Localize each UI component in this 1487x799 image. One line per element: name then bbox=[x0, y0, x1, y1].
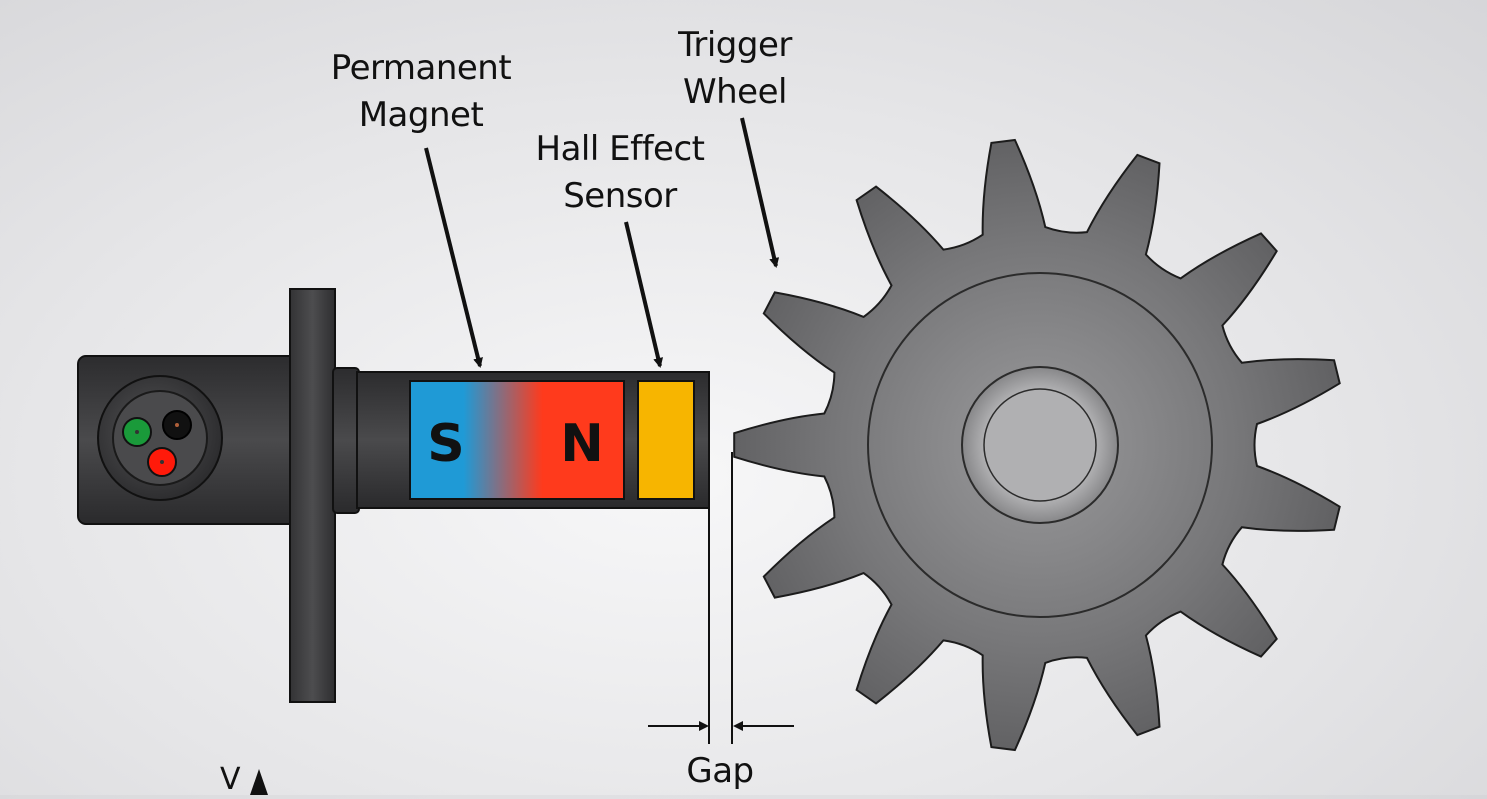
magnet-north-pole-label: N bbox=[560, 414, 604, 474]
permanent-magnet-label-line1: Permanent bbox=[330, 48, 512, 88]
sensor-assembly: S N bbox=[77, 288, 710, 703]
hall-effect-sensor-label-line2: Sensor bbox=[563, 176, 677, 216]
hall-sensor-pointer bbox=[624, 221, 664, 368]
pin-center-dot bbox=[175, 423, 179, 427]
magnet-south-pole-label: S bbox=[427, 414, 464, 474]
permanent-magnet-pointer bbox=[424, 147, 483, 368]
trigger-wheel-label-line2: Wheel bbox=[683, 72, 787, 112]
flange-collar bbox=[332, 367, 360, 514]
hall-effect-sensor-label-line1: Hall Effect bbox=[535, 129, 705, 169]
gap-label: Gap bbox=[686, 751, 754, 791]
trigger-wheel bbox=[733, 138, 1341, 752]
trigger-wheel-pointer bbox=[740, 117, 780, 268]
hall-effect-sensor bbox=[637, 380, 695, 500]
mounting-flange bbox=[289, 288, 336, 703]
gear-inner-ring bbox=[867, 272, 1213, 618]
gear-bore bbox=[983, 388, 1097, 502]
pin-center-dot bbox=[160, 460, 164, 464]
trigger-wheel-label-line1: Trigger bbox=[678, 25, 792, 65]
gap-indicator bbox=[648, 452, 794, 744]
hall-effect-sensor-label: Hall Effect Sensor bbox=[510, 126, 730, 220]
permanent-magnet bbox=[409, 380, 625, 500]
permanent-magnet-label: Permanent Magnet bbox=[316, 45, 526, 139]
permanent-magnet-label-line2: Magnet bbox=[358, 95, 484, 135]
voltage-axis-label: V bbox=[220, 762, 241, 797]
trigger-wheel-label: Trigger Wheel bbox=[640, 22, 830, 116]
voltage-axis-arrow bbox=[250, 769, 268, 795]
pin-center-dot bbox=[135, 430, 139, 434]
